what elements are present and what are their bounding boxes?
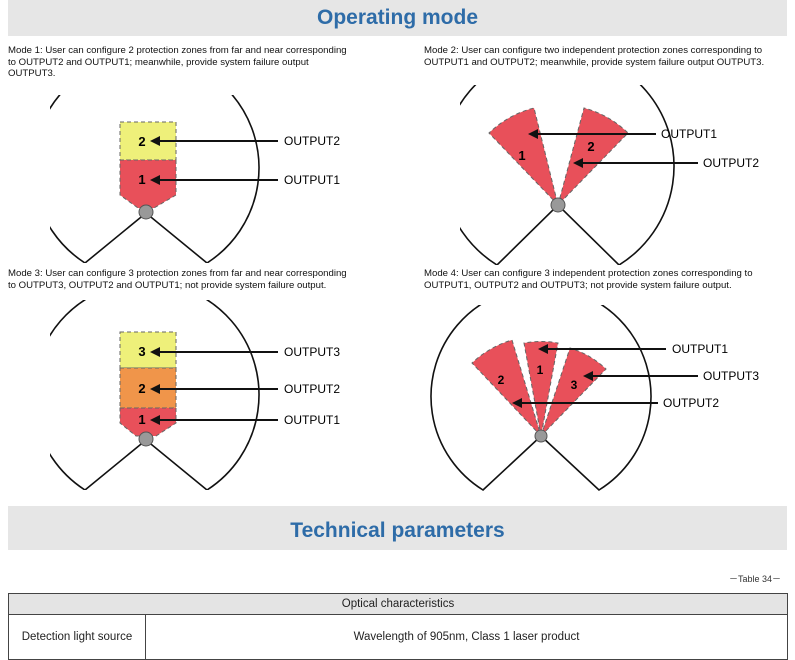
table-caption: －Table 34－ [728,574,781,584]
zone-label: 1 [138,412,145,427]
table-header-cell: Optical characteristics [8,593,788,615]
mode-2-description: Mode 2: User can configure two independe… [424,45,765,68]
output-label: OUTPUT2 [284,382,340,396]
sensor-icon [534,429,548,443]
row-value-cell: Wavelength of 905nm, Class 1 laser produ… [145,614,788,660]
zone-1-sector [488,107,559,207]
arrow-icon [150,175,160,185]
optical-characteristics-table: Optical characteristics Detection light … [8,593,788,660]
zone-2-sector [557,107,629,207]
output-label: OUTPUT2 [663,396,719,410]
output-label: OUTPUT2 [284,134,340,148]
arrow-icon [150,347,160,357]
mode-1-description: Mode 1: User can configure 2 protection … [8,45,347,79]
zone-label: 3 [138,344,145,359]
table-header-row: Optical characteristics [8,593,788,615]
mode-4-diagram: 2 1 3 OUTPUT1 OUTPUT3 OUTPUT2 [430,305,759,492]
zone-1-sector [523,341,559,437]
zone-2-sector [471,339,542,437]
zone-label: 1 [518,148,525,163]
output-label: OUTPUT1 [661,127,717,141]
zone-label: 2 [498,373,505,387]
table-row: Detection light source Wavelength of 905… [8,614,788,660]
sensor-icon [138,204,154,220]
mode-2-diagram: 1 2 OUTPUT1 OUTPUT2 [460,85,759,265]
zone-label: 2 [138,134,145,149]
output-label: OUTPUT1 [672,342,728,356]
zone-3-far [119,331,177,369]
mode-1-diagram: 2 1 OUTPUT2 OUTPUT1 [50,95,340,263]
output-label: OUTPUT1 [284,413,340,427]
output-label: OUTPUT3 [284,345,340,359]
section-title-operating-mode: Operating mode [316,6,479,29]
arrow-icon [150,415,160,425]
arrow-icon [583,371,593,381]
zone-label: 2 [587,139,594,154]
row-label-cell: Detection light source [8,614,146,660]
zone-1-near [119,159,177,209]
zone-label: 2 [138,381,145,396]
section-title-technical-parameters: Technical parameters [290,519,505,542]
output-label: OUTPUT2 [703,156,759,170]
zone-label: 3 [571,378,578,392]
technical-parameters-banner: Technical parameters [8,506,787,550]
operating-mode-banner: Operating mode [8,0,787,36]
output-label: OUTPUT3 [703,369,759,383]
arrow-icon [512,398,522,408]
arrow-icon [538,344,548,354]
mode-3-diagram: 3 2 1 OUTPUT3 OUTPUT2 OUTPUT1 [50,300,340,490]
arrow-icon [150,136,160,146]
zone-1-near [119,407,177,437]
zone-label: 1 [537,363,544,377]
sensor-icon [550,197,566,213]
arrow-icon [528,129,538,139]
arrow-icon [573,158,583,168]
zone-label: 1 [138,172,145,187]
output-label: OUTPUT1 [284,173,340,187]
mode-4-description: Mode 4: User can configure 3 independent… [424,268,753,291]
arrow-icon [150,384,160,394]
sensor-icon [138,431,154,447]
mode-3-description: Mode 3: User can configure 3 protection … [8,268,347,291]
